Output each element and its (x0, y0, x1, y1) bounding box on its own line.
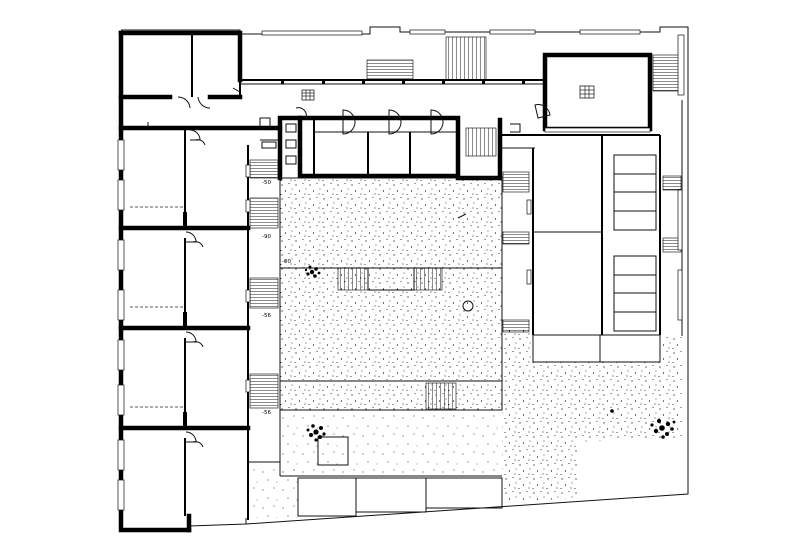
tree-symbol-icon (650, 419, 676, 439)
corridor-columns (281, 80, 525, 84)
elevation-label: -90 (262, 234, 271, 240)
courtyard-ground (248, 178, 682, 518)
elevation-label: -50 (262, 180, 271, 186)
east-wing (500, 100, 683, 363)
tree-symbol-icon (304, 265, 321, 278)
tree-symbol-icon (610, 409, 614, 413)
elevation-labels: -50 -90 -00 -56 -56 (262, 180, 291, 416)
central-block (259, 107, 521, 181)
grid-symbol-icon (301, 89, 315, 101)
west-windows (117, 139, 125, 511)
elevation-label: -00 (282, 259, 291, 265)
grid-symbol-icon (579, 85, 595, 99)
elevation-label: -56 (262, 410, 271, 416)
tree-symbol-icon (306, 424, 326, 442)
elevation-label: -56 (262, 313, 271, 319)
ne-pavilion (534, 34, 685, 133)
north-corridor (240, 29, 641, 101)
courtyard-features (279, 177, 503, 517)
west-wing (117, 30, 283, 533)
